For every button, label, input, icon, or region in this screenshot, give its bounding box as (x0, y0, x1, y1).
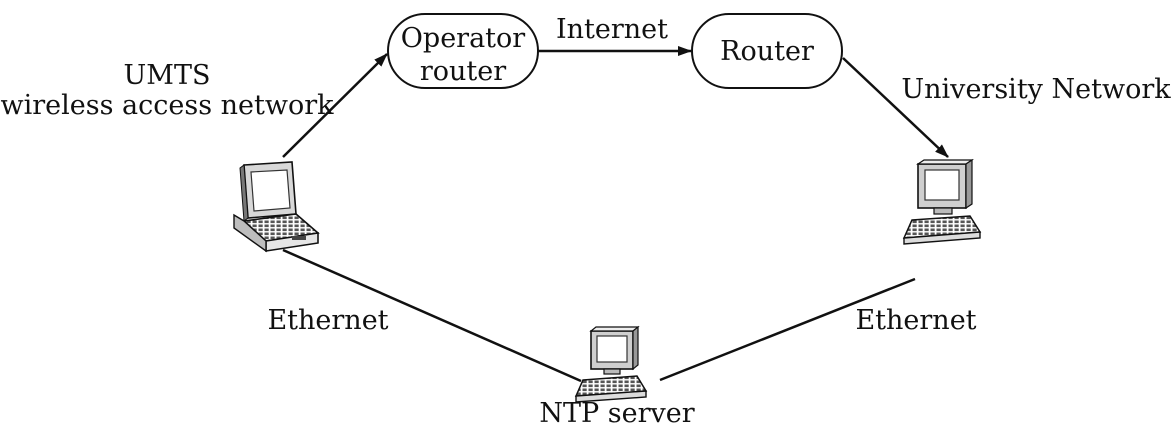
ethernet-left-line (282, 248, 582, 383)
ethernet-right-label: Ethernet (855, 305, 976, 336)
operator-router-label-line1: Operator (401, 23, 526, 54)
router-node: Router (691, 13, 843, 89)
operator-router-label-line2: router (420, 56, 506, 87)
umts-label-line1: UMTS (124, 60, 211, 91)
server-computer-icon (574, 325, 648, 403)
laptop-icon (233, 161, 320, 253)
desktop-computer-icon (902, 158, 982, 245)
university-network-label: University Network (901, 74, 1171, 105)
ethernet-right-line (659, 277, 916, 382)
router-label: Router (720, 36, 814, 67)
ethernet-left-label: Ethernet (267, 305, 388, 336)
ntp-server-label: NTP server (539, 398, 694, 429)
internet-label: Internet (556, 14, 668, 45)
umts-label-line2: wireless access network (0, 90, 334, 121)
umts-link-arrow (282, 53, 388, 158)
operator-router-node: Operator router (387, 13, 539, 89)
university-link-arrow (842, 57, 949, 158)
